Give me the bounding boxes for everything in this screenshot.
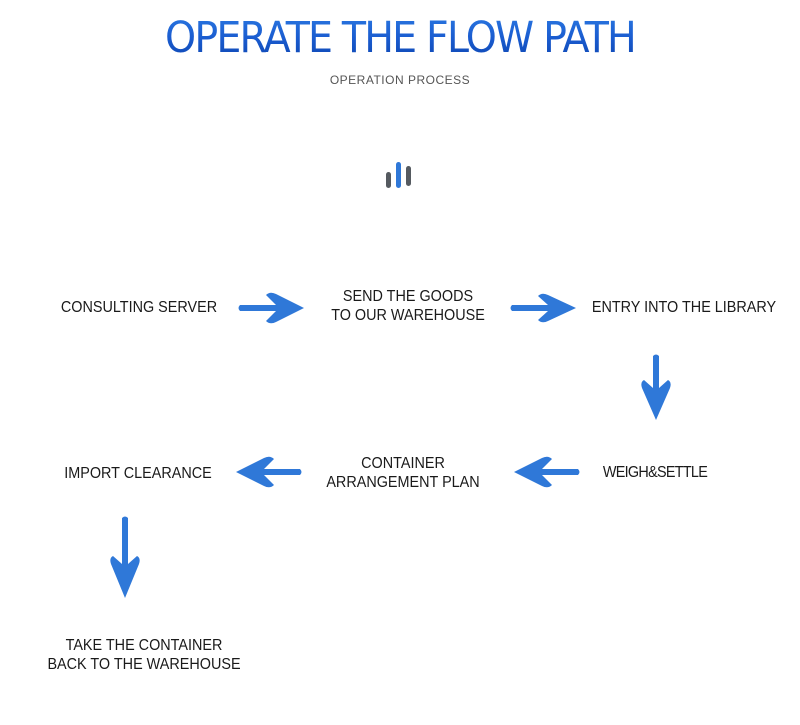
step-label-line1: TAKE THE CONTAINER xyxy=(65,637,223,654)
arrow-left-icon xyxy=(232,454,304,490)
step-container-plan: CONTAINER ARRANGEMENT PLAN xyxy=(321,454,485,492)
step-label-line1: CONTAINER xyxy=(361,455,445,472)
bar-chart-icon xyxy=(386,160,416,188)
arrow-right-icon xyxy=(236,290,308,326)
page-subtitle: OPERATION PROCESS xyxy=(329,73,471,87)
step-label-line1: SEND THE GOODS xyxy=(342,288,474,305)
arrow-right-icon xyxy=(508,291,580,325)
arrow-down-icon xyxy=(639,352,673,424)
step-label: CONSULTING SERVER xyxy=(60,299,218,316)
step-take-container-back: TAKE THE CONTAINER BACK TO THE WAREHOUSE xyxy=(41,636,246,674)
step-import-clearance: IMPORT CLEARANCE xyxy=(61,464,216,483)
step-label: ENTRY INTO THE LIBRARY xyxy=(591,299,777,316)
step-send-goods: SEND THE GOODS TO OUR WAREHOUSE xyxy=(327,287,489,325)
step-weigh-settle: WEIGH&SETTLE xyxy=(602,463,708,482)
step-label: WEIGH&SETTLE xyxy=(602,464,708,481)
bar-left xyxy=(386,172,391,188)
step-consulting-server: CONSULTING SERVER xyxy=(59,298,219,317)
step-label-line2: BACK TO THE WAREHOUSE xyxy=(47,656,241,673)
arrow-left-icon xyxy=(510,454,582,490)
bar-right xyxy=(406,166,411,186)
step-label-line2: ARRANGEMENT PLAN xyxy=(326,474,480,491)
step-entry-library: ENTRY INTO THE LIBRARY xyxy=(589,298,780,317)
arrow-down-icon xyxy=(108,514,142,602)
bar-middle xyxy=(396,162,401,188)
step-label: IMPORT CLEARANCE xyxy=(64,465,212,482)
page-title: OPERATE THE FLOW PATH xyxy=(32,8,768,68)
step-label-line2: TO OUR WAREHOUSE xyxy=(331,307,485,324)
